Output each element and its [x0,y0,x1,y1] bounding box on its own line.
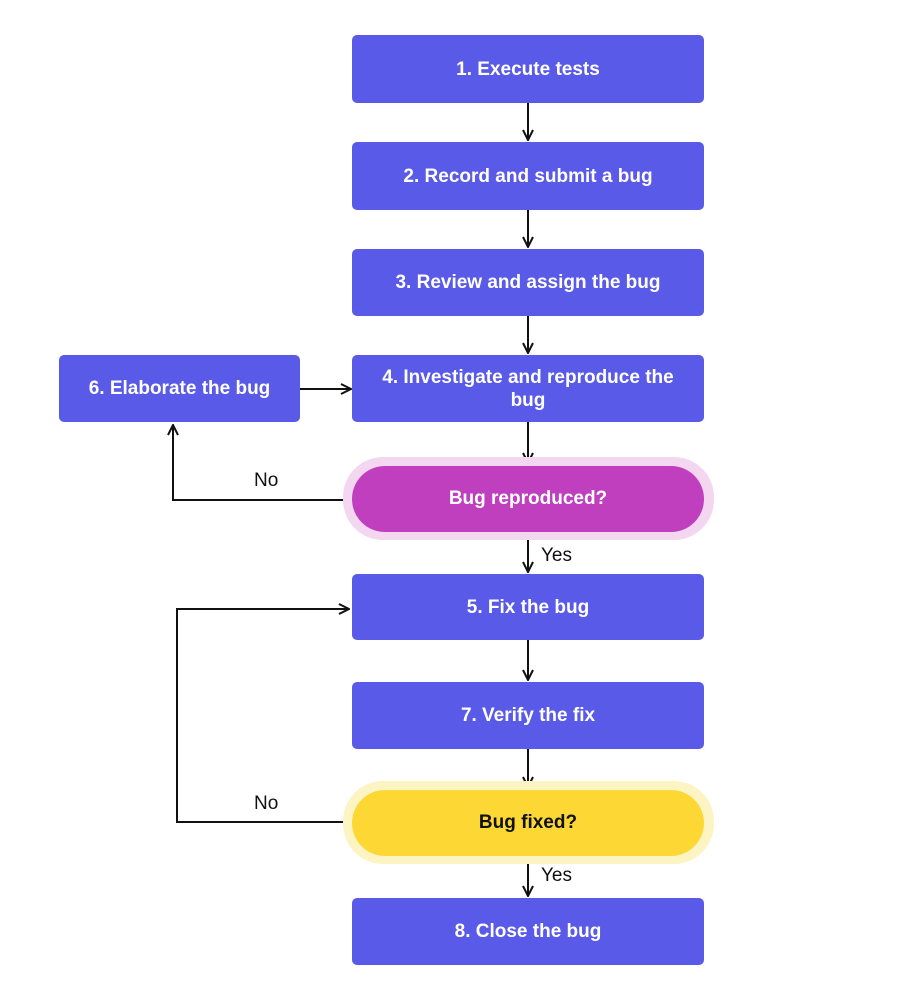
fixed-yes-label: Yes [541,865,572,886]
step-5-label: 5. Fix the bug [466,596,590,618]
reproduced-no-label: No [254,470,279,491]
step-3-label: 3. Review and assign the bug [395,272,661,293]
arrow-reproduced-no [173,425,351,501]
reproduced-decision-label: Bug reproduced? [448,488,608,509]
step-4-node: 4. Investigate and reproduce the bug [352,355,704,422]
fixed-decision: Bug fixed? [352,790,704,856]
step-6-label: 6. Elaborate the bug [88,378,271,399]
step-3-node: 3. Review and assign the bug [352,249,704,316]
step-1-node: 1. Execute tests [352,35,704,103]
step-5-node: 5. Fix the bug [352,574,704,640]
step-7-node: 7. Verify the fix [352,682,704,749]
fixed-decision-label: Bug fixed? [478,812,578,833]
step-7-label: 7. Verify the fix [460,705,596,726]
step-8-node: 8. Close the bug [352,898,704,965]
step-4-label: 4. Investigate and reproduce the bug [382,366,674,411]
step-2-node: 2. Record and submit a bug [352,142,704,210]
step-8-label: 8. Close the bug [454,921,602,942]
step-6-node: 6. Elaborate the bug [59,355,300,422]
step-1-label: 1. Execute tests [456,58,600,80]
reproduced-decision: Bug reproduced? [352,466,704,532]
reproduced-yes-label: Yes [541,545,572,566]
arrow-fixed-no [176,609,351,823]
fixed-no-label: No [254,793,279,814]
step-2-label: 2. Record and submit a bug [403,165,653,187]
